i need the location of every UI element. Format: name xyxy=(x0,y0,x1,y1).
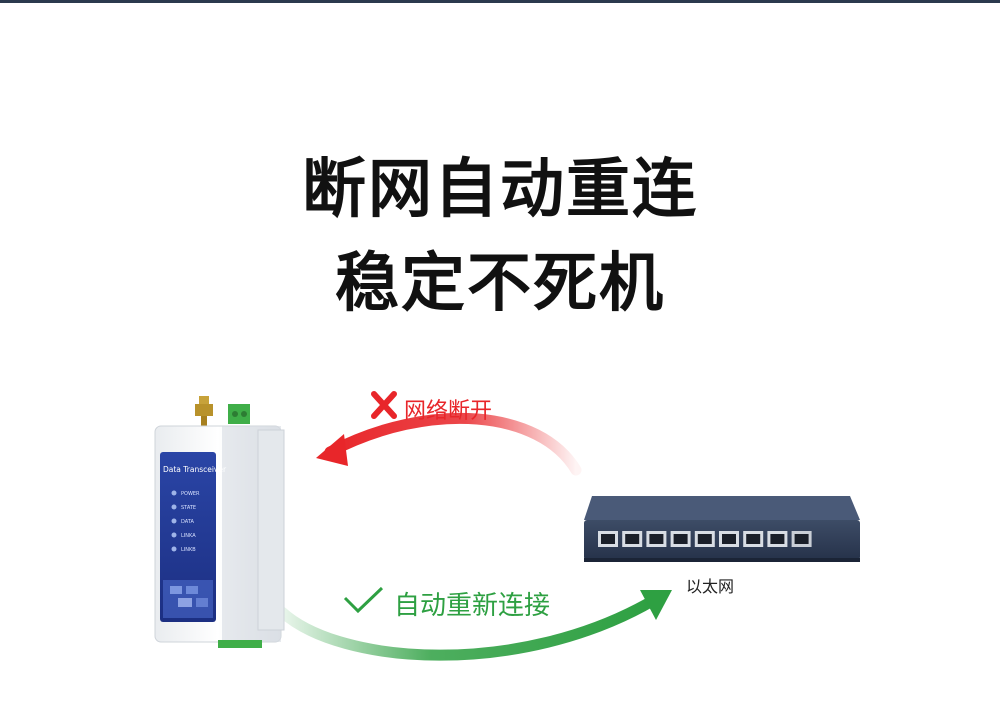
link-down-arrow xyxy=(316,412,582,476)
led-label-linkb: LINKB xyxy=(181,547,196,553)
ethernet-switch xyxy=(584,496,860,562)
switch-port xyxy=(670,531,691,547)
headline-line-1: 断网自动重连 xyxy=(302,153,698,227)
switch-ports xyxy=(598,531,812,547)
headline-line-2: 稳定不死机 xyxy=(335,247,665,321)
led-label-state: STATE xyxy=(181,505,196,511)
device-brand-label: Data Transceiver xyxy=(163,465,227,474)
led-label-linka: LINKA xyxy=(181,533,196,539)
led-label-power: POWER xyxy=(181,491,200,497)
led-label-data: DATA xyxy=(181,519,194,525)
switch-port xyxy=(622,531,643,547)
link-down-label: 网络断开 xyxy=(404,399,493,424)
switch-port xyxy=(694,531,715,547)
reconnect-label: 自动重新连接 xyxy=(394,591,551,621)
cross-icon xyxy=(371,391,397,419)
switch-port xyxy=(767,531,788,547)
switch-port xyxy=(719,531,739,547)
data-transceiver xyxy=(154,396,285,648)
ethernet-switch-label: 以太网 xyxy=(686,577,735,596)
switch-port xyxy=(743,531,764,547)
switch-port xyxy=(598,531,618,547)
switch-port xyxy=(646,531,667,547)
switch-port xyxy=(791,531,812,547)
check-icon xyxy=(343,586,384,614)
top-divider xyxy=(0,0,1000,3)
reconnect-arrow xyxy=(276,590,672,661)
